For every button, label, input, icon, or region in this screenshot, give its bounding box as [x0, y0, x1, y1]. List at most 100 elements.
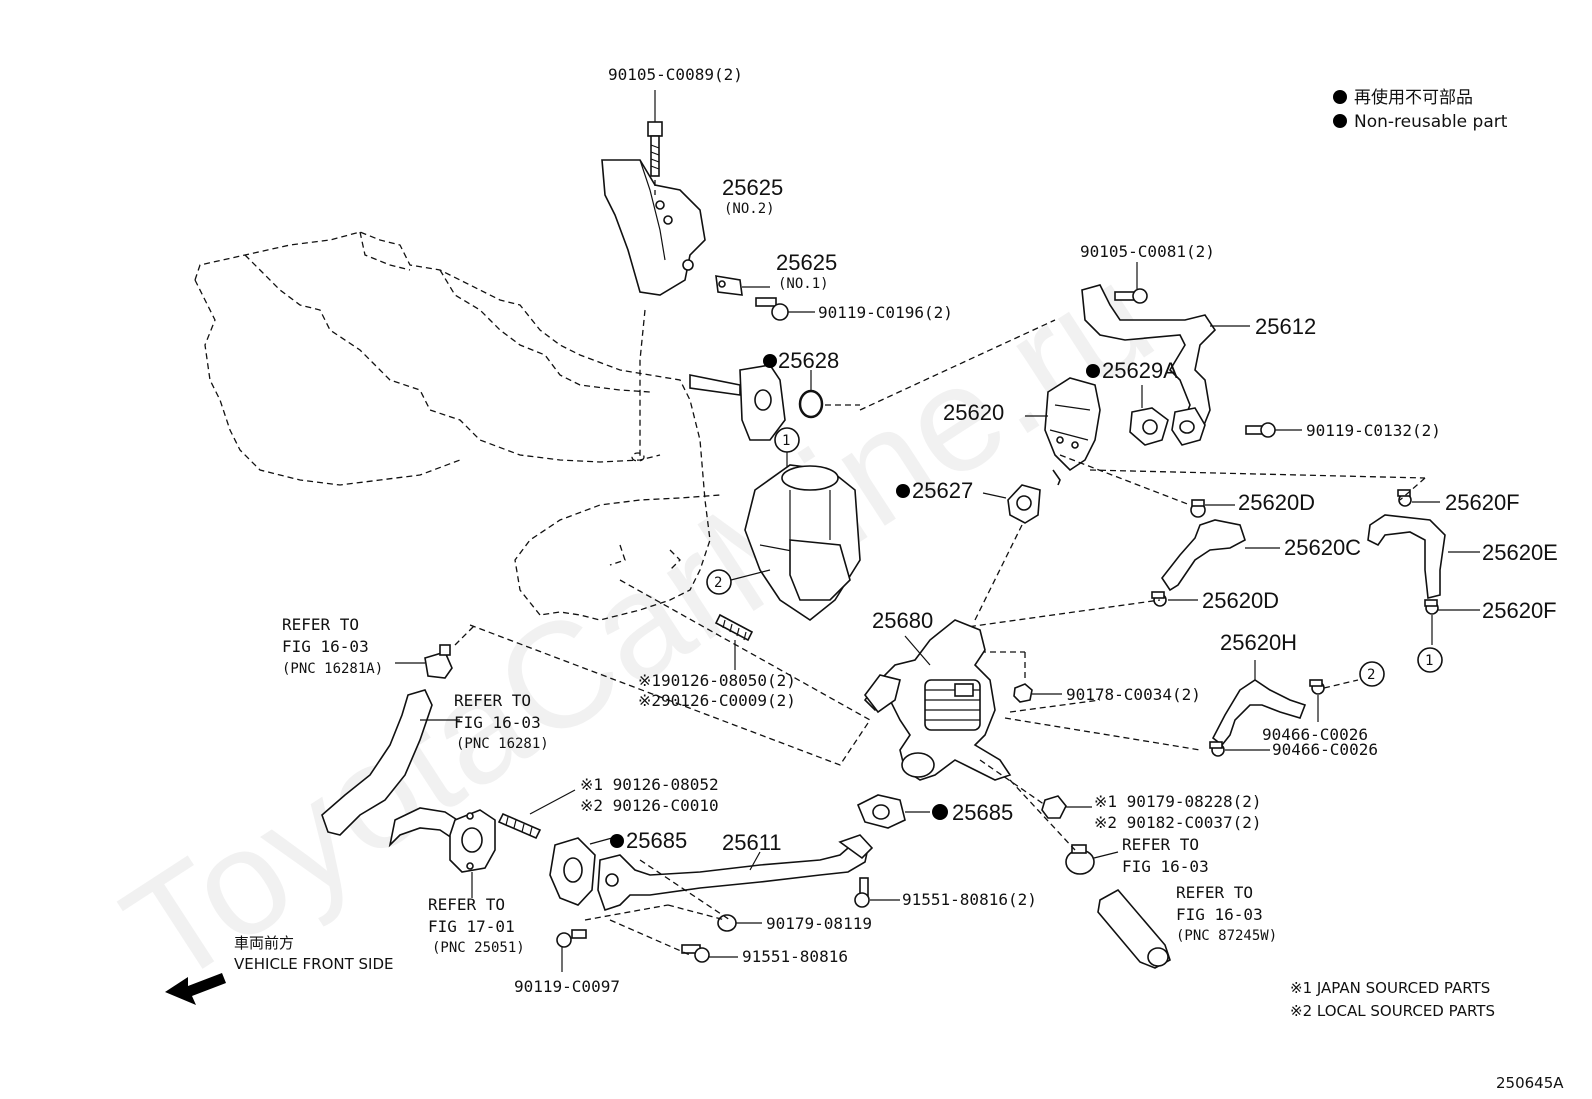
hose-icon [1097, 888, 1171, 969]
non-reusable-mark-icon [1333, 114, 1347, 128]
flange-icon [689, 364, 786, 441]
clamp-icon [1065, 844, 1095, 875]
hose-icon [1367, 514, 1446, 599]
non-reusable-mark-icon [1086, 364, 1100, 378]
callout-2-label: 2 [714, 575, 722, 591]
callout-2-label: 2 [1367, 667, 1375, 683]
part-label: 90119-C0097 [514, 977, 620, 996]
refer-label: REFER TO FIG 16-03 (PNC 16281) [454, 691, 549, 752]
part-label: 91551-80816 [742, 947, 848, 966]
refer-line: REFER TO [282, 615, 359, 634]
bolt-icon [681, 944, 738, 963]
part-label: ※1 90179-08228(2) [1094, 792, 1262, 811]
part-label: 90119-C0132(2) [1306, 421, 1441, 440]
refer-line: FIG 16-03 [282, 637, 369, 656]
part-label: 25620D [1238, 490, 1315, 515]
part-sub-label: (NO.1) [778, 276, 829, 292]
part-label: 25620 [943, 400, 1004, 425]
refer-line: (PNC 16281) [456, 736, 549, 752]
part-label: 25625 [722, 175, 783, 200]
gasket-icon [1007, 484, 1041, 524]
non-reusable-mark-icon [896, 484, 910, 498]
non-reusable-mark-icon [610, 834, 624, 848]
figure-id: 250645A [1496, 1074, 1564, 1092]
refer-line: FIG 16-03 [1122, 857, 1209, 876]
clip-icon [1190, 499, 1206, 518]
non-reusable-mark-icon [932, 804, 948, 820]
part-label: 25629A [1102, 358, 1178, 383]
egr-valve-icon [863, 619, 1012, 781]
part-label: 25620E [1482, 540, 1558, 565]
part-label: 90466-C0026 [1262, 725, 1368, 744]
callout-1-icon [1417, 647, 1443, 673]
non-reusable-mark-icon [1333, 90, 1347, 104]
clip-icon [1209, 741, 1225, 757]
part-label: 25625 [776, 250, 837, 275]
note-local: ※2 LOCAL SOURCED PARTS [1290, 1002, 1495, 1020]
part-label: 25680 [872, 608, 933, 633]
stud-icon [497, 812, 542, 840]
part-label: ※1 90126-08052 [580, 775, 719, 794]
engine-outline [194, 231, 721, 621]
nut-icon [1041, 795, 1067, 819]
part-label: ※2 90182-C0037(2) [1094, 813, 1262, 832]
refer-line: (PNC 25051) [432, 940, 525, 956]
nut-icon [1013, 683, 1033, 703]
note-japan: ※1 JAPAN SOURCED PARTS [1290, 979, 1490, 997]
part-label: 90178-C0034(2) [1066, 685, 1201, 704]
part-label: 90119-C0196(2) [818, 303, 953, 322]
hose-icon [1161, 519, 1246, 592]
callout-2-icon [706, 569, 732, 595]
bolt-icon [1114, 262, 1148, 304]
part-label: 25627 [912, 478, 973, 503]
refer-line: FIG 16-03 [1176, 905, 1263, 924]
front-label-jp: 車両前方 [234, 934, 294, 952]
bracket-no1-icon [715, 275, 770, 296]
part-label: 25612 [1255, 314, 1316, 339]
refer-line: (PNC 16281A) [282, 661, 383, 677]
part-label: 90466-C0026 [1272, 740, 1378, 759]
legend-jp: 再使用不可部品 [1354, 87, 1473, 108]
gasket-icon [1129, 385, 1169, 446]
clip-icon [1151, 591, 1167, 607]
legend: 再使用不可部品 Non-reusable part [1333, 87, 1508, 132]
part-sub-label: (NO.2) [724, 201, 775, 217]
part-label: ※190126-08050(2) [638, 671, 796, 690]
stud-icon [714, 613, 754, 642]
part-label: 25685 [626, 828, 687, 853]
part-label: 25620F [1445, 490, 1520, 515]
part-label: ※290126-C0009(2) [638, 691, 796, 710]
part-label: 91551-80816(2) [902, 890, 1037, 909]
hose-icon [321, 689, 433, 836]
refer-line: FIG 16-03 [454, 713, 541, 732]
egr-body-icon [744, 464, 861, 621]
clip-icon [1309, 679, 1325, 695]
part-label: ※2 90126-C0010 [580, 796, 719, 815]
refer-line: (PNC 87245W) [1176, 928, 1277, 944]
refer-label: REFER TO FIG 17-01 (PNC 25051) [428, 895, 525, 956]
clip-icon [1397, 489, 1412, 507]
refer-line: REFER TO [1176, 883, 1253, 902]
vsv-icon [1044, 377, 1101, 486]
front-label-en: VEHICLE FRONT SIDE [234, 955, 394, 973]
refer-line: REFER TO [454, 691, 531, 710]
bolt-icon [556, 929, 587, 972]
callout-1-label: 1 [1425, 653, 1433, 669]
nut-icon [717, 914, 762, 932]
legend-en: Non-reusable part [1354, 112, 1508, 132]
refer-label: REFER TO FIG 16-03 [1122, 835, 1209, 876]
callout-1-label: 1 [782, 433, 790, 449]
gasket-icon [549, 837, 596, 906]
egr-pipe-icon [597, 834, 874, 912]
part-label: 25620D [1202, 588, 1279, 613]
part-label: 25628 [778, 348, 839, 373]
part-label: 25620H [1220, 630, 1297, 655]
non-reusable-mark-icon [763, 354, 777, 368]
refer-label: REFER TO FIG 16-03 (PNC 87245W) [1176, 883, 1277, 944]
bolt-icon [854, 877, 900, 908]
part-label: 90105-C0089(2) [608, 65, 743, 84]
part-label: 90105-C0081(2) [1080, 242, 1215, 261]
refer-label: REFER TO FIG 16-03 (PNC 16281A) [282, 615, 383, 677]
egr-pipe-icon [1081, 284, 1217, 446]
hose-icon [1211, 679, 1307, 747]
